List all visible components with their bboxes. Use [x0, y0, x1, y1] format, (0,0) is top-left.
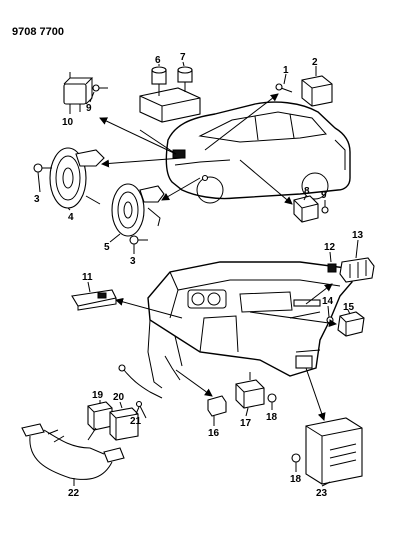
relay-2-assembly [275, 68, 333, 107]
callout-ticks [37, 61, 359, 487]
callout-9-left: 9 [86, 103, 92, 114]
callout-22: 22 [68, 488, 80, 499]
callout-13: 13 [352, 230, 364, 241]
callout-23: 23 [316, 488, 328, 499]
callout-17: 17 [240, 418, 252, 429]
bolt-1 [275, 83, 283, 91]
callout-20: 20 [113, 392, 125, 403]
callout-11: 11 [82, 272, 93, 283]
callout-3-lower: 3 [130, 256, 136, 267]
diagram-code: 9708 7700 [12, 26, 64, 38]
callout-18-lower: 18 [290, 474, 302, 485]
callout-7: 7 [180, 52, 186, 63]
module-15-assembly [326, 311, 365, 337]
panel-module [295, 355, 313, 369]
screw-9-left [92, 84, 100, 92]
module-20 [109, 407, 139, 441]
relay-16 [207, 395, 227, 417]
nut-18-lower [291, 453, 301, 463]
callout-14: 14 [322, 296, 334, 307]
callout-16: 16 [208, 428, 220, 439]
wiring-harness-22 [21, 423, 125, 480]
module-19-20-21 [87, 400, 147, 441]
screw-14 [326, 316, 334, 324]
callout-4: 4 [68, 212, 74, 223]
screw-21 [135, 400, 143, 408]
panel-wiring [118, 355, 181, 399]
horn-mount-marker [172, 149, 186, 159]
relay-bracket-assembly [139, 66, 201, 123]
callout-19: 19 [92, 390, 104, 401]
callout-6: 6 [155, 55, 161, 66]
bracket-11 [71, 289, 117, 311]
callout-5: 5 [104, 242, 110, 253]
callout-3-left: 3 [34, 194, 40, 205]
switch-13-assembly [327, 257, 375, 283]
bolt-3-lower [129, 235, 139, 245]
callout-18-upper: 18 [266, 412, 278, 423]
control-module-23 [305, 417, 363, 485]
callout-15: 15 [343, 302, 355, 313]
vehicle-outline [165, 101, 351, 204]
callout-1: 1 [283, 65, 289, 76]
relay-8-assembly [293, 195, 329, 223]
nut-18-upper [267, 393, 277, 403]
relay-group-16-17-18 [207, 372, 301, 463]
nut-12 [327, 263, 337, 273]
callout-9-right: 9 [321, 190, 327, 201]
module-19 [87, 401, 113, 431]
horn-relay-10 [63, 72, 108, 112]
callout-12: 12 [324, 242, 336, 253]
horn-4 [33, 147, 105, 209]
callout-8: 8 [304, 186, 310, 197]
callout-labels: 1 2 3 3 4 5 6 7 8 9 9 10 11 12 13 14 15 … [34, 52, 364, 499]
callout-21: 21 [130, 416, 142, 427]
screw-9-right [321, 206, 329, 214]
instrument-panel [147, 261, 353, 389]
callout-10: 10 [62, 117, 74, 128]
leader-lines [99, 93, 337, 421]
callout-2: 2 [312, 57, 318, 68]
relay-17 [235, 379, 265, 409]
horn-5 [111, 183, 165, 245]
bolt-3-left [33, 163, 43, 173]
